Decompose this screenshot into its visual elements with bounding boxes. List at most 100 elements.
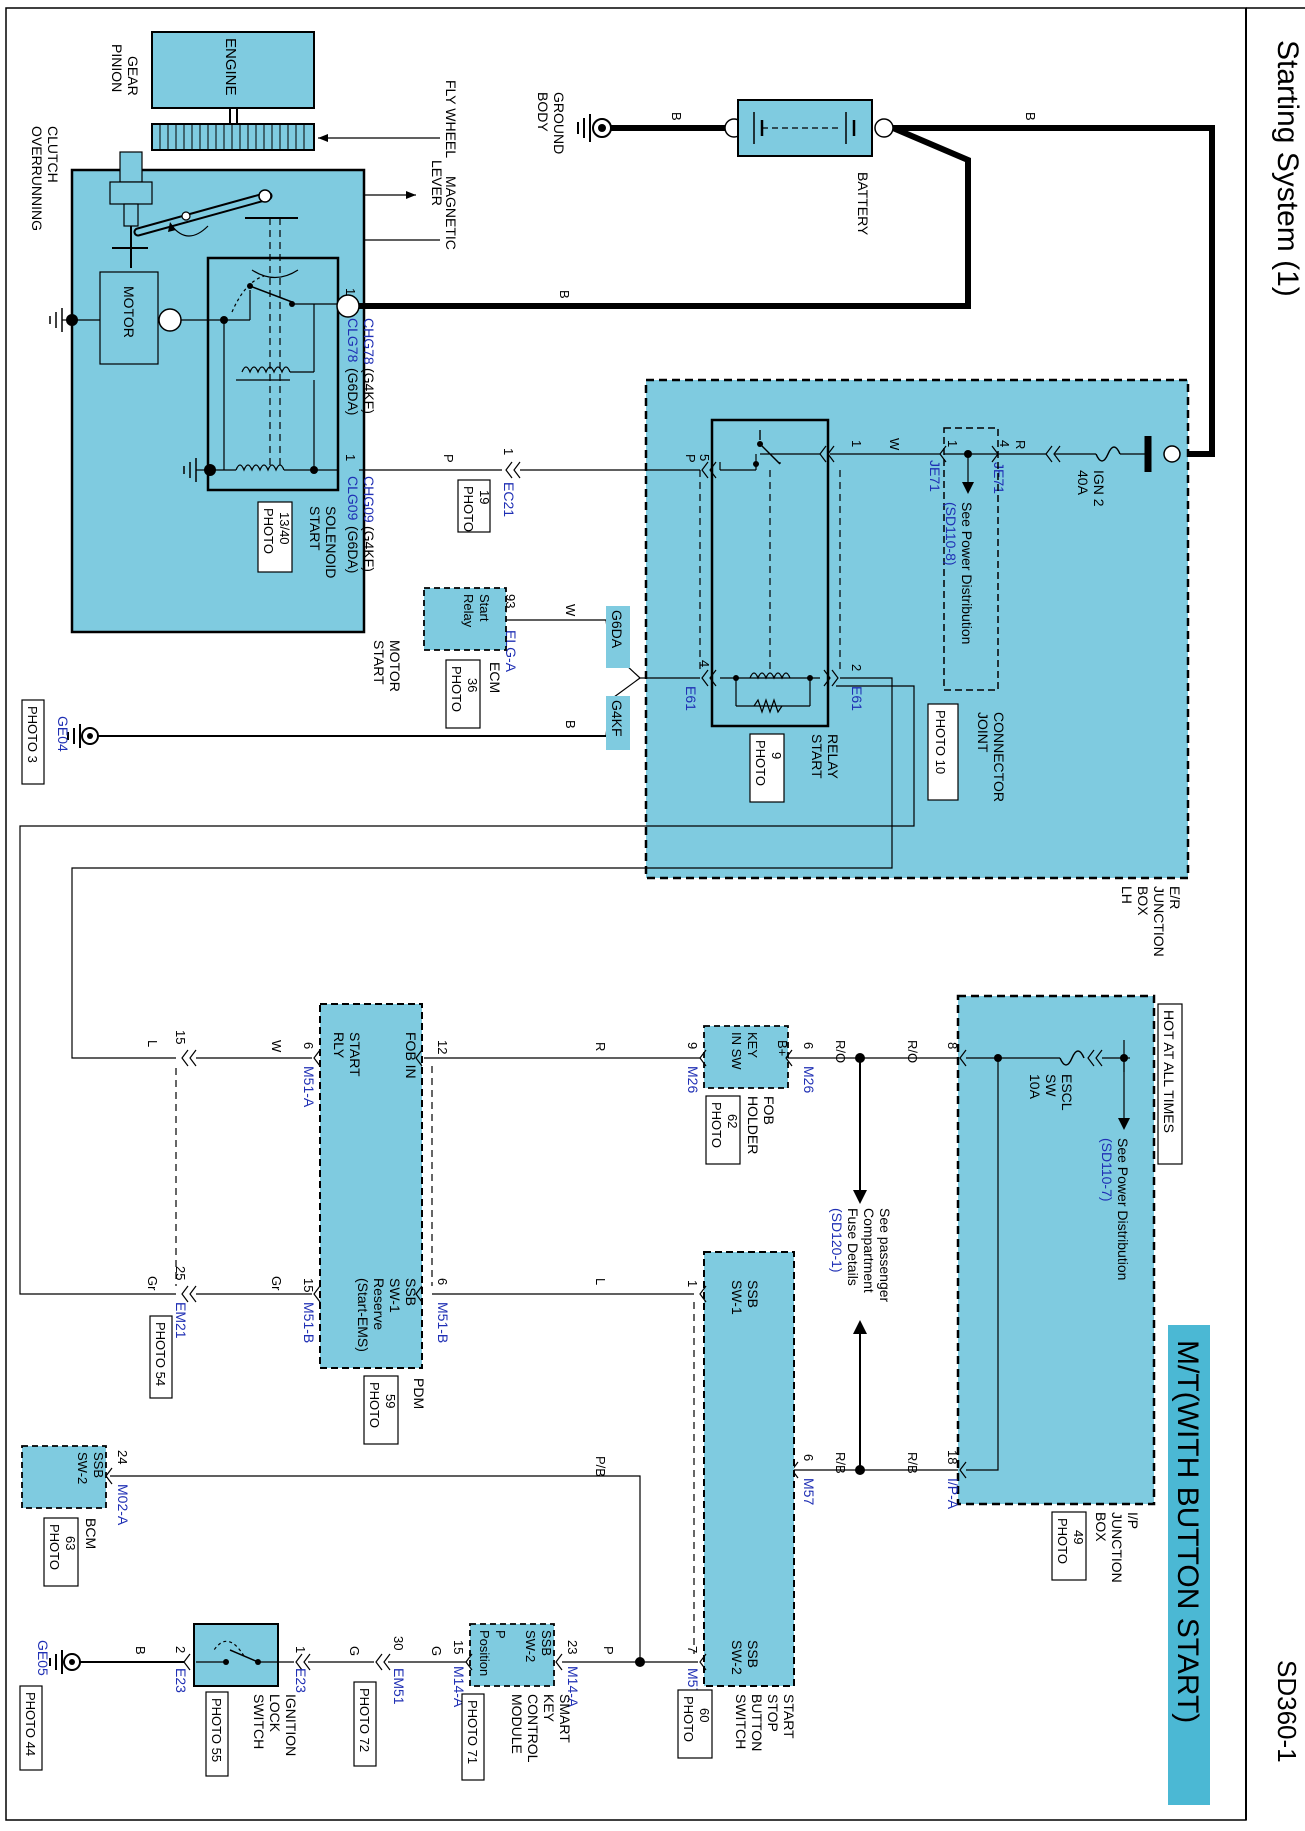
svg-text:(G4KF): (G4KF) xyxy=(361,368,377,414)
connector-ec21: EC21 xyxy=(501,482,517,517)
svg-text:Reserve: Reserve xyxy=(371,1278,387,1330)
flywheel xyxy=(151,123,315,151)
svg-text:L: L xyxy=(593,1278,608,1285)
svg-text:1: 1 xyxy=(343,288,358,295)
svg-text:63: 63 xyxy=(63,1536,78,1550)
flywheel-teeth xyxy=(159,124,305,150)
connector-chg78: CHG78 xyxy=(361,318,377,365)
page-title: Starting System (1) xyxy=(1271,40,1304,297)
motor-label: MOTOR xyxy=(121,286,137,338)
body-ground-label-1: BODY xyxy=(535,92,551,132)
start-stop-button-switch xyxy=(703,1251,795,1687)
svg-text:P: P xyxy=(683,454,698,463)
connector-e23-b: E23 xyxy=(173,1668,189,1693)
svg-text:R/B: R/B xyxy=(833,1452,848,1474)
body-ground-icon xyxy=(577,114,612,142)
connector-m26-a: M26 xyxy=(801,1066,817,1093)
er-junction-box xyxy=(644,378,1190,880)
svg-text:PHOTO: PHOTO xyxy=(367,1382,382,1428)
start-relay-label-1: START xyxy=(809,734,825,779)
ref-sd110-8: (SD110-8) xyxy=(943,502,959,566)
svg-text:25: 25 xyxy=(173,1266,188,1280)
svg-text:10A: 10A xyxy=(1027,1074,1043,1100)
svg-text:6: 6 xyxy=(801,1454,816,1461)
start-solenoid-label-2: SOLENOID xyxy=(323,506,339,578)
engine-label: ENGINE xyxy=(222,38,239,96)
svg-text:G4KF: G4KF xyxy=(609,700,625,737)
svg-text:G: G xyxy=(429,1646,444,1656)
start-relay xyxy=(710,418,830,728)
svg-text:B+: B+ xyxy=(775,1040,790,1056)
svg-text:LOCK: LOCK xyxy=(267,1694,283,1733)
svg-text:START: START xyxy=(781,1694,797,1739)
page-code: SD360-1 xyxy=(1272,1660,1302,1763)
start-motor-label-1: START xyxy=(371,640,387,685)
svg-text:(G6DA): (G6DA) xyxy=(345,526,361,573)
svg-text:PHOTO 44: PHOTO 44 xyxy=(23,1692,38,1756)
connector-m26-b: M26 xyxy=(685,1066,701,1093)
motor-box xyxy=(99,271,159,365)
svg-text:9: 9 xyxy=(685,1042,700,1049)
magnetic-label: MAGNETIC xyxy=(443,176,459,250)
ground-ge04-icon xyxy=(67,724,99,748)
svg-text:SSB: SSB xyxy=(403,1278,419,1306)
overrunning-label-1: OVERRUNNING xyxy=(29,126,45,231)
connector-m57-b: M57 xyxy=(685,1668,701,1695)
svg-text:PHOTO: PHOTO xyxy=(681,1696,696,1742)
solenoid-box xyxy=(206,256,340,492)
fob-holder xyxy=(703,1025,789,1089)
svg-text:G: G xyxy=(347,1646,362,1656)
tag-g6da xyxy=(606,606,630,668)
ip-junction-box xyxy=(956,994,1156,1506)
svg-text:1: 1 xyxy=(685,1280,700,1287)
ecm-start-relay xyxy=(423,587,507,651)
svg-text:9: 9 xyxy=(769,752,784,759)
hot-at-all-times: HOT AT ALL TIMES xyxy=(1161,1010,1177,1133)
svg-text:6: 6 xyxy=(801,1042,816,1049)
relay-coil-icon xyxy=(749,672,791,680)
svg-text:30: 30 xyxy=(391,1636,406,1650)
pinion-gear-label-1: PINION xyxy=(109,44,125,92)
tag-g4kf xyxy=(606,696,630,750)
svg-text:36: 36 xyxy=(465,678,480,692)
svg-text:PHOTO: PHOTO xyxy=(261,508,276,554)
photo-19 xyxy=(457,479,491,533)
ref-sd120-1: (SD120-1) xyxy=(829,1208,845,1273)
svg-text:15: 15 xyxy=(301,1278,316,1292)
svg-text:19: 19 xyxy=(477,490,492,504)
svg-text:Position: Position xyxy=(477,1630,492,1676)
fob-holder-label-1: FOB xyxy=(761,1096,777,1125)
svg-text:IGNITION: IGNITION xyxy=(283,1694,299,1756)
svg-text:15: 15 xyxy=(173,1030,188,1044)
svg-text:IGN 2: IGN 2 xyxy=(1091,470,1107,507)
connector-elg-a: ELG-A xyxy=(503,630,519,673)
connector-e23-a: E23 xyxy=(293,1668,309,1693)
connector-m51-a: M51-A xyxy=(301,1066,317,1108)
svg-text:B: B xyxy=(669,112,684,121)
svg-text:4: 4 xyxy=(997,440,1012,447)
connector-clg09: CLG09 xyxy=(345,476,361,521)
svg-text:SSB: SSB xyxy=(91,1452,106,1478)
ground-ge05-icon xyxy=(49,1650,81,1674)
see-passenger-3: Fuse Details xyxy=(845,1208,861,1286)
connector-clg78: CLG78 xyxy=(345,318,361,363)
photo-49 xyxy=(1051,1511,1087,1581)
engine-block xyxy=(151,31,315,109)
photo-10 xyxy=(927,703,959,801)
smart-key-control-module xyxy=(469,1623,555,1687)
see-passenger-1: See passenger xyxy=(877,1208,893,1303)
svg-text:E/R: E/R xyxy=(1167,886,1183,909)
svg-text:P: P xyxy=(601,1646,616,1655)
connector-ge04: GE04 xyxy=(55,716,71,752)
pdm xyxy=(319,1003,423,1369)
svg-text:SSB: SSB xyxy=(745,1640,761,1668)
svg-text:KEY: KEY xyxy=(541,1694,557,1723)
svg-text:R: R xyxy=(1013,440,1028,449)
connector-m51-b-a: M51-B xyxy=(435,1302,451,1343)
photo-9 xyxy=(749,733,785,803)
svg-text:B: B xyxy=(1023,112,1038,121)
svg-text:PHOTO 72: PHOTO 72 xyxy=(357,1688,372,1752)
svg-text:STOP: STOP xyxy=(765,1694,781,1732)
lever-label: LEVER xyxy=(429,160,445,206)
svg-text:SW-1: SW-1 xyxy=(729,1280,745,1315)
